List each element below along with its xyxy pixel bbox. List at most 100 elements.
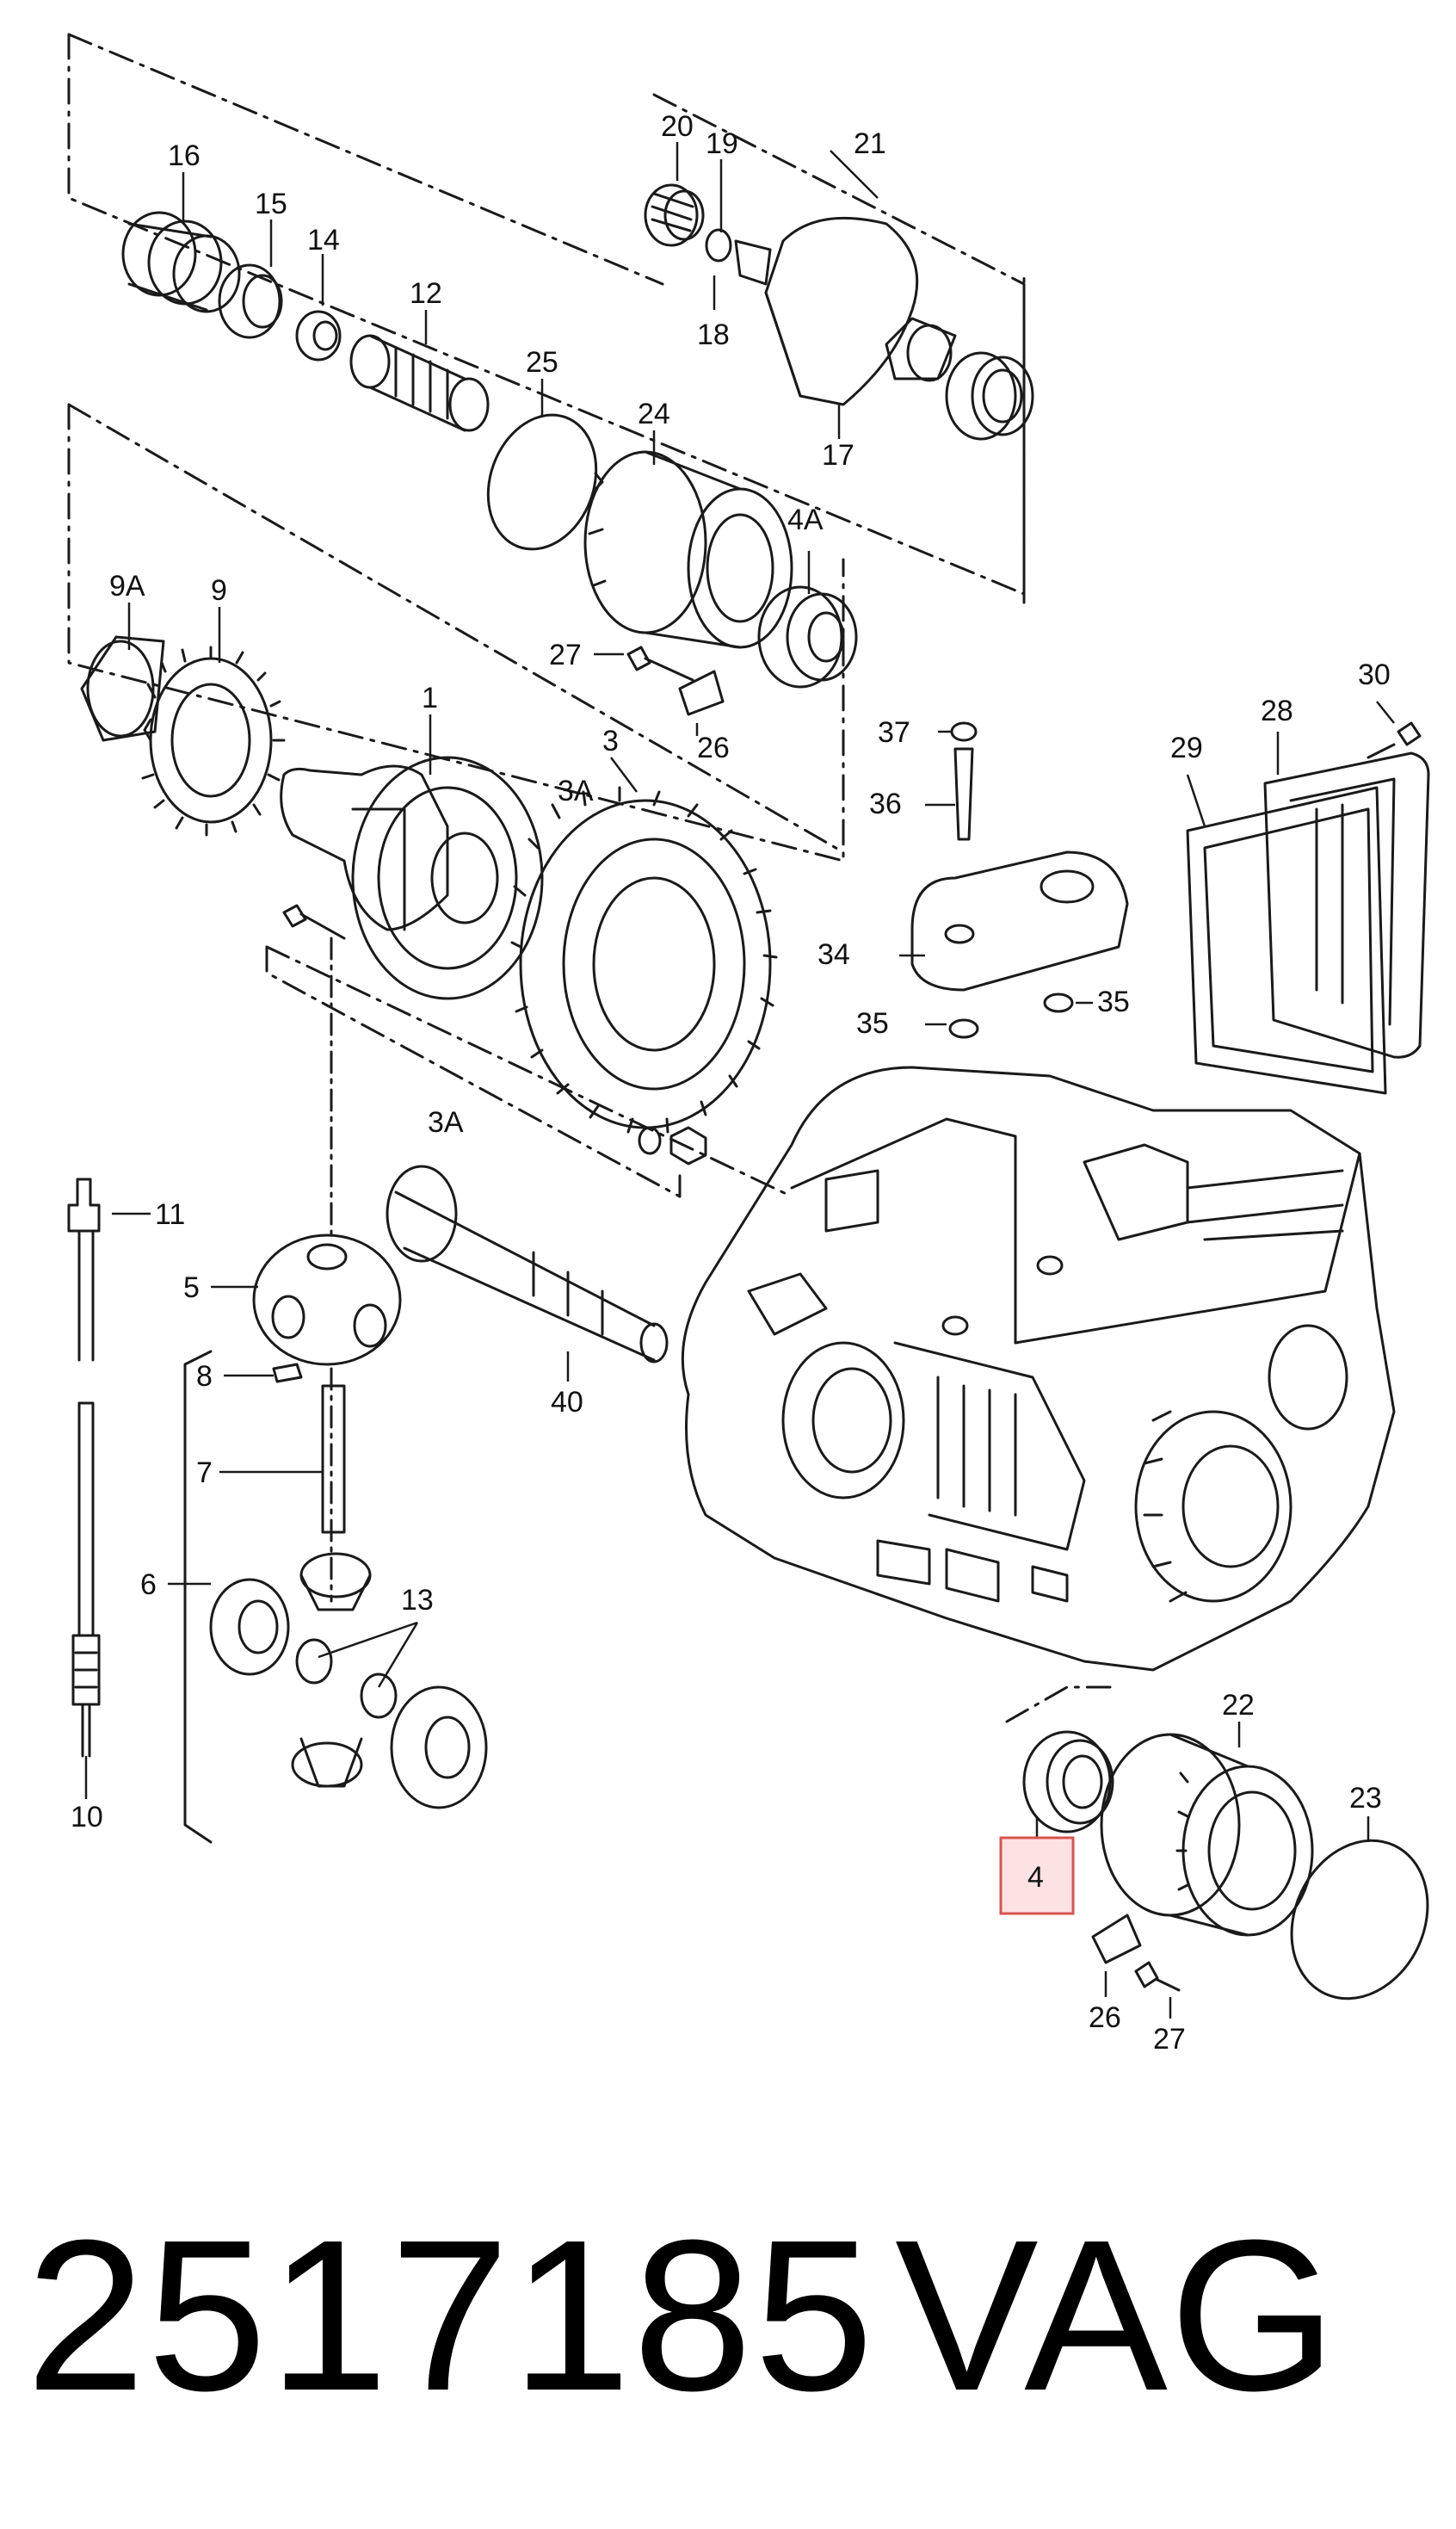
callout-4: 4 — [1027, 1861, 1044, 1894]
callout-labels: 16 15 14 12 25 24 20 19 21 18 17 4A 27 2… — [71, 110, 1391, 2056]
callout-20: 20 — [661, 110, 694, 143]
part-12-needle-bearing — [349, 334, 490, 432]
part-27-bolt-upper — [626, 646, 694, 682]
callout-7: 7 — [196, 1456, 213, 1489]
part-9a-circlip — [80, 635, 165, 742]
part-10-shaft-lower — [71, 1401, 101, 1758]
part-25-o-ring — [486, 413, 598, 551]
callout-19: 19 — [706, 127, 738, 160]
part-15-bearing-ring — [218, 263, 283, 339]
part-6-bevel-gear-left — [209, 1578, 290, 1676]
part-16-spring — [121, 211, 241, 313]
dashed-frame-top-right — [652, 93, 1026, 604]
part-24-gear-housing — [583, 450, 793, 649]
callout-36: 36 — [869, 788, 902, 820]
callout-12: 12 — [410, 277, 442, 310]
callout-28: 28 — [1261, 695, 1293, 727]
part-number: 2517185 — [26, 2195, 876, 2435]
callout-21: 21 — [854, 127, 886, 160]
callout-35-left: 35 — [856, 1007, 889, 1040]
part-3-crown-wheel — [510, 786, 778, 1134]
callout-3a-lower: 3A — [428, 1106, 464, 1139]
callout-40: 40 — [551, 1386, 583, 1419]
part-11-shaft-upper — [67, 1178, 101, 1362]
callout-4a: 4A — [787, 504, 824, 536]
callout-3: 3 — [602, 725, 619, 757]
part-17-bearing-cup — [945, 351, 1034, 441]
callout-30: 30 — [1358, 659, 1391, 691]
part-6-side-gear-right — [390, 1685, 488, 1809]
dashed-frame-top-left — [67, 33, 1026, 596]
callout-22: 22 — [1222, 1689, 1255, 1722]
callout-8: 8 — [196, 1360, 213, 1393]
callout-9a: 9A — [109, 570, 145, 603]
part-14-collar — [295, 310, 342, 362]
callout-37: 37 — [878, 716, 910, 749]
part-23-o-ring — [1290, 1839, 1429, 2000]
callout-9: 9 — [211, 574, 227, 607]
part-13-washer-2 — [360, 1673, 398, 1719]
highlight-box — [999, 1836, 1075, 1915]
dashed-frame-middle — [67, 403, 845, 863]
part-20-threaded-plug — [644, 183, 705, 247]
callout-25: 25 — [526, 346, 558, 379]
callout-11: 11 — [155, 1198, 185, 1231]
part-6-bevel-gear-top — [299, 1552, 372, 1611]
part-34-cover — [910, 850, 1129, 992]
callout-15: 15 — [255, 188, 287, 220]
part-26-lock-plate-upper — [678, 670, 725, 716]
part-36-pin — [953, 747, 974, 841]
callout-27-upper: 27 — [549, 639, 582, 671]
callout-24: 24 — [638, 398, 670, 430]
callout-18: 18 — [697, 318, 730, 351]
brand-name: VAG — [895, 2195, 1339, 2435]
callout-14: 14 — [307, 224, 340, 257]
bracket-6 — [183, 1350, 213, 1844]
part-9-gear — [141, 646, 286, 837]
part-3a-nut — [638, 1126, 707, 1166]
part-6-bevel-gear-bottom — [291, 1737, 363, 1788]
part-35-washer-right — [1043, 992, 1074, 1013]
callout-13: 13 — [401, 1584, 434, 1617]
part-28-cover — [1263, 751, 1430, 1059]
part-4a-bearing — [757, 585, 858, 689]
part-22-housing — [1100, 1733, 1314, 1937]
callout-26-upper: 26 — [697, 732, 730, 764]
callout-3a-upper: 3A — [558, 775, 594, 807]
part-35-washer-left — [948, 1018, 979, 1039]
leader-lines — [84, 142, 1395, 2019]
callout-1: 1 — [422, 682, 438, 714]
part-37-seal — [950, 721, 978, 742]
part-27-bolt-lower — [1134, 1961, 1181, 1992]
part-21-bell-housing — [764, 216, 957, 406]
callout-10: 10 — [71, 1801, 103, 1833]
footer: 2517185 VAG — [26, 2186, 1437, 2462]
part-3a-bolt — [282, 904, 346, 940]
part-26-lock-plate-lower — [1091, 1914, 1142, 1964]
part-19-washer — [705, 228, 732, 263]
part-29-gasket-inner — [1203, 807, 1374, 1073]
callout-34: 34 — [817, 938, 850, 971]
callout-29: 29 — [1170, 732, 1203, 764]
gearbox-housing — [681, 1066, 1396, 1672]
callout-16: 16 — [168, 139, 201, 172]
part-40-pinion-shaft — [386, 1165, 669, 1363]
part-5-case — [252, 1234, 402, 1366]
callout-35-right: 35 — [1097, 986, 1130, 1018]
part-29-gasket — [1186, 786, 1387, 1095]
callout-6: 6 — [140, 1568, 157, 1601]
callout-27-lower: 27 — [1153, 2023, 1186, 2056]
part-8-pin — [272, 1363, 303, 1383]
callout-23: 23 — [1349, 1782, 1382, 1815]
part-18-lock-clip — [734, 239, 772, 286]
dashed-frame-lower-right — [1005, 1685, 1112, 1723]
callout-17: 17 — [822, 439, 854, 472]
part-7-cross-shaft — [321, 1384, 346, 1534]
callout-5: 5 — [183, 1271, 200, 1304]
part-13-washer-1 — [295, 1638, 333, 1685]
part-1-differential-housing — [280, 756, 544, 1000]
callout-26-lower: 26 — [1089, 2001, 1121, 2034]
part-28-cover-ribs — [1289, 777, 1396, 1026]
part-30-bolt — [1367, 721, 1422, 759]
